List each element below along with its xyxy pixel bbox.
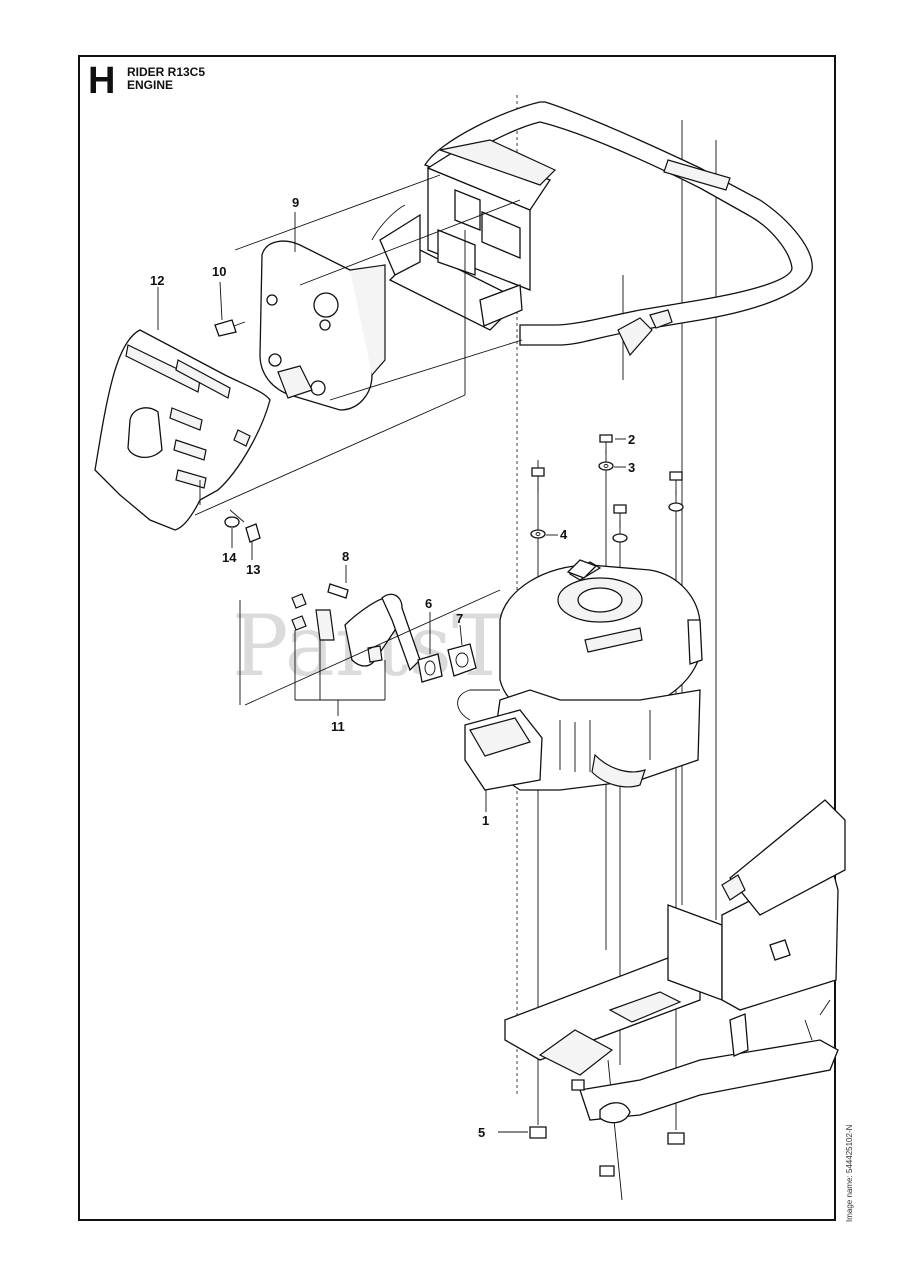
clamp-parts-11 [291, 593, 386, 701]
callout-12: 12 [150, 273, 164, 288]
callout-2: 2 [628, 432, 635, 447]
image-name-label: Image name: 544425102-N [845, 1124, 854, 1222]
section-letter: H [88, 60, 116, 102]
muffler-bracket [371, 139, 557, 331]
chassis-frame [504, 799, 846, 1124]
callout-labels: 9 10 12 2 3 4 14 13 8 6 7 11 1 5 [150, 195, 635, 1140]
callout-10: 10 [212, 264, 226, 279]
nut-5 [529, 1126, 547, 1139]
muffler [259, 240, 386, 411]
lock-washer-4 [530, 529, 546, 539]
roll-bar [424, 101, 813, 357]
callout-4: 4 [560, 527, 568, 542]
bolt-8 [327, 583, 349, 599]
callout-1: 1 [482, 813, 489, 828]
muffler-guard [94, 329, 271, 531]
screw-10 [214, 319, 246, 337]
callout-7: 7 [456, 611, 463, 626]
callout-9: 9 [292, 195, 299, 210]
model-title: RIDER R13C5 [127, 65, 206, 79]
callout-3: 3 [628, 460, 635, 475]
bolt-13 [229, 509, 261, 543]
callout-8: 8 [342, 549, 349, 564]
washer-3 [598, 461, 614, 471]
gasket-6 [417, 653, 443, 683]
bolt-2 [599, 434, 613, 455]
engine [457, 559, 703, 791]
callout-14: 14 [222, 550, 237, 565]
callout-5: 5 [478, 1125, 485, 1140]
leader-lines [157, 212, 626, 1133]
exhaust-pipe [344, 593, 421, 672]
gasket-7 [447, 643, 477, 677]
callout-11: 11 [331, 719, 345, 734]
title-block: RIDER R13C5 ENGINE [127, 66, 205, 92]
callout-13: 13 [246, 562, 260, 577]
assembly-title: ENGINE [127, 78, 174, 92]
engine-mount-bolts [531, 467, 684, 543]
chassis-nuts [571, 1079, 685, 1177]
callout-6: 6 [425, 596, 432, 611]
washer-14 [224, 516, 240, 528]
projection-lines [194, 174, 523, 706]
